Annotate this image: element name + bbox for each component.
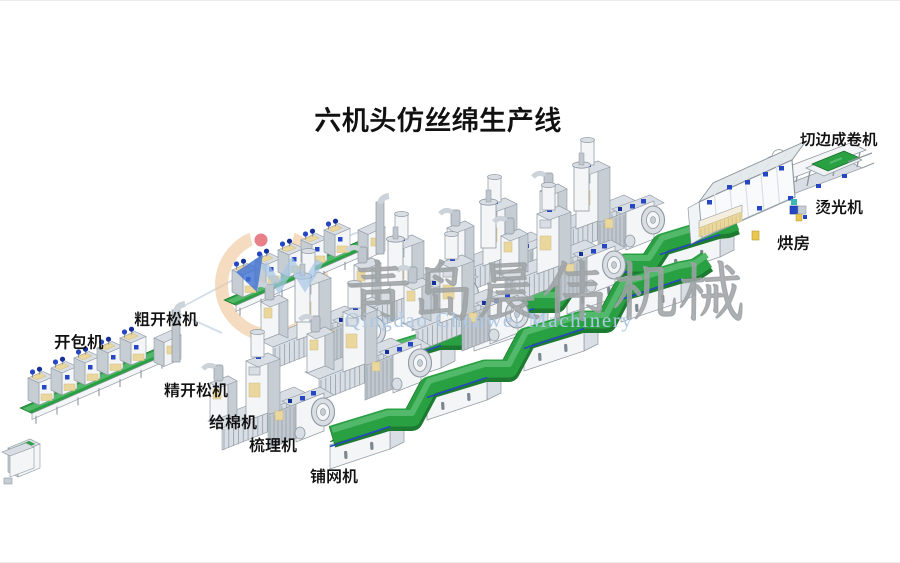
svg-text:Qingdao Chenwei Machinery: Qingdao Chenwei Machinery bbox=[345, 308, 633, 332]
